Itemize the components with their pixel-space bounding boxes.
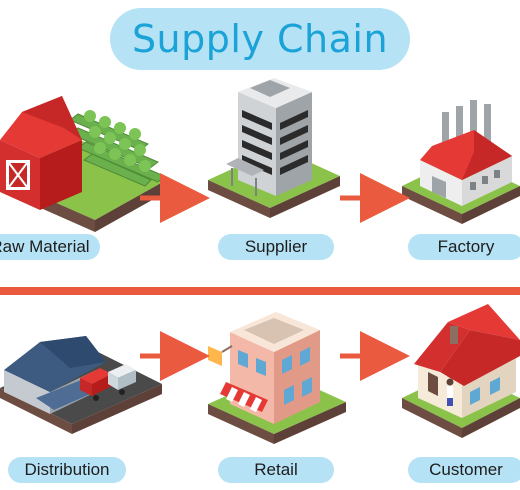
- stage-label-text: Supplier: [244, 237, 308, 256]
- retail-store-icon: [208, 312, 346, 444]
- stage-label-supplier: Supplier: [218, 234, 334, 260]
- stage-label-customer: Customer: [408, 457, 520, 483]
- row-divider: [0, 287, 520, 295]
- stage-label-text: Factory: [437, 237, 495, 256]
- office-tower-icon: [208, 78, 340, 218]
- stage-label-text: Customer: [429, 460, 503, 479]
- stage-label-factory: Factory: [408, 234, 520, 260]
- warehouse-trucks-icon: [0, 336, 162, 434]
- stage-label-text: Distribution: [24, 460, 110, 479]
- stage-label-text: Raw Material: [0, 237, 90, 256]
- stage-label-text: Retail: [254, 460, 298, 479]
- stage-label-raw-material: Raw Material: [0, 234, 100, 260]
- stage-label-distribution: Distribution: [8, 457, 126, 483]
- house-icon: [402, 304, 520, 438]
- title-banner: Supply Chain: [110, 8, 410, 70]
- barn-farm-icon: [0, 96, 170, 232]
- page-title: Supply Chain: [131, 17, 389, 61]
- stage-label-retail: Retail: [218, 457, 334, 483]
- factory-icon: [402, 100, 520, 224]
